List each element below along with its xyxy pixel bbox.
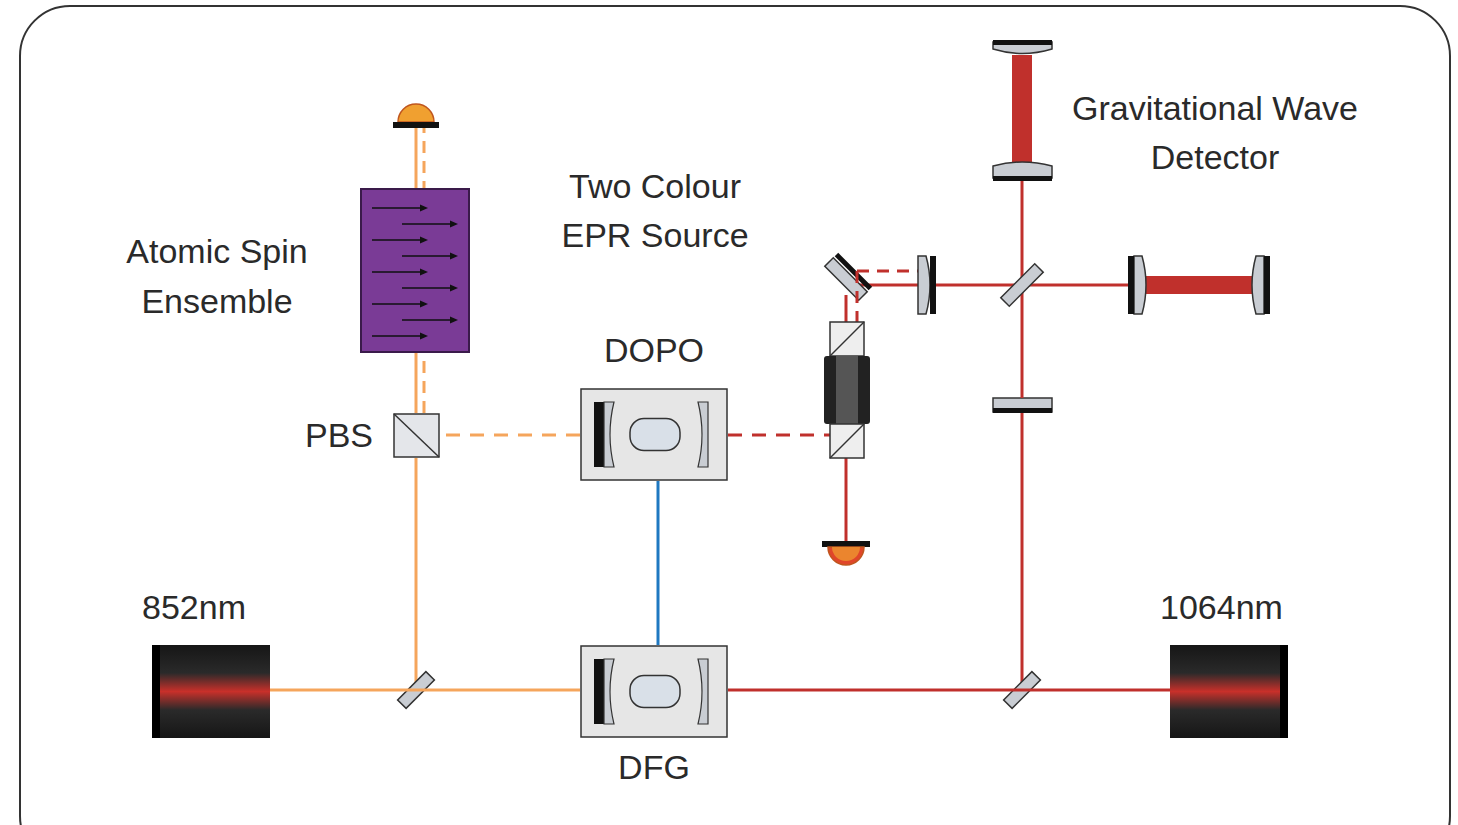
laser-beam xyxy=(440,434,580,437)
end-mirror xyxy=(1264,256,1270,314)
laser-beam xyxy=(270,689,580,692)
polarizer xyxy=(830,424,864,458)
end-mirror xyxy=(1252,256,1264,314)
laser-852-shape xyxy=(152,645,270,738)
polarizer xyxy=(830,322,864,356)
component-label: 852nm xyxy=(142,588,246,627)
faraday-rotator xyxy=(836,356,858,424)
input-mirror xyxy=(1134,256,1146,314)
photodetector xyxy=(828,547,864,565)
atomic-ensemble-shape xyxy=(360,188,470,353)
end-mirror xyxy=(993,40,1052,45)
component-label: DOPO xyxy=(604,331,704,370)
component-label: 1064nm xyxy=(1160,588,1283,627)
beamsplitter-cube: PBS xyxy=(393,413,440,458)
atomic-ensemble: Atomic Spin Ensemble xyxy=(360,188,470,353)
photodetector xyxy=(398,104,434,122)
laser-beam xyxy=(415,353,418,413)
dopo-cavity: DOPO xyxy=(580,388,728,481)
input-mirror xyxy=(993,162,1052,178)
arm-cavity xyxy=(1140,276,1258,294)
signal-recycling-mirror xyxy=(918,256,930,314)
faraday-rotator xyxy=(824,356,870,424)
recycling-mirror xyxy=(993,408,1052,413)
arm-cavity xyxy=(1012,55,1032,172)
signal-recycling-mirror xyxy=(930,256,936,314)
squeezed-beam xyxy=(857,270,920,273)
polarizer xyxy=(830,424,864,458)
dopo-cavity-shape xyxy=(580,388,728,481)
photodetector xyxy=(393,122,439,128)
laser-beam xyxy=(657,481,660,645)
beamsplitter-cube-shape xyxy=(393,413,440,458)
dfg-cavity-shape xyxy=(580,645,728,738)
beam-852 xyxy=(415,128,418,188)
photodetector xyxy=(822,541,870,547)
input-mirror xyxy=(993,176,1052,181)
laser-852: 852nm xyxy=(152,645,270,738)
beam-1064 xyxy=(1022,284,1140,287)
input-mirror xyxy=(1128,256,1134,314)
photodetector xyxy=(832,547,860,561)
beamsplitter xyxy=(1001,264,1043,306)
source-label: Two Colour EPR Source xyxy=(540,162,770,261)
beam-852 xyxy=(415,458,418,690)
polarizer xyxy=(830,322,864,356)
mirror xyxy=(835,253,872,290)
dfg-cavity: DFG xyxy=(580,645,728,738)
detector-label: Gravitational Wave Detector xyxy=(1040,84,1390,183)
frame xyxy=(20,6,1450,825)
laser-1064: 1064nm xyxy=(1170,645,1288,738)
recycling-mirror xyxy=(993,398,1052,412)
laser-beam xyxy=(728,689,1170,692)
component-label: PBS xyxy=(305,416,373,455)
beam-1064 xyxy=(1021,412,1024,690)
laser-1064-shape xyxy=(1170,645,1288,738)
component-label: DFG xyxy=(618,748,690,787)
component-label: Atomic Spin Ensemble xyxy=(102,227,332,326)
